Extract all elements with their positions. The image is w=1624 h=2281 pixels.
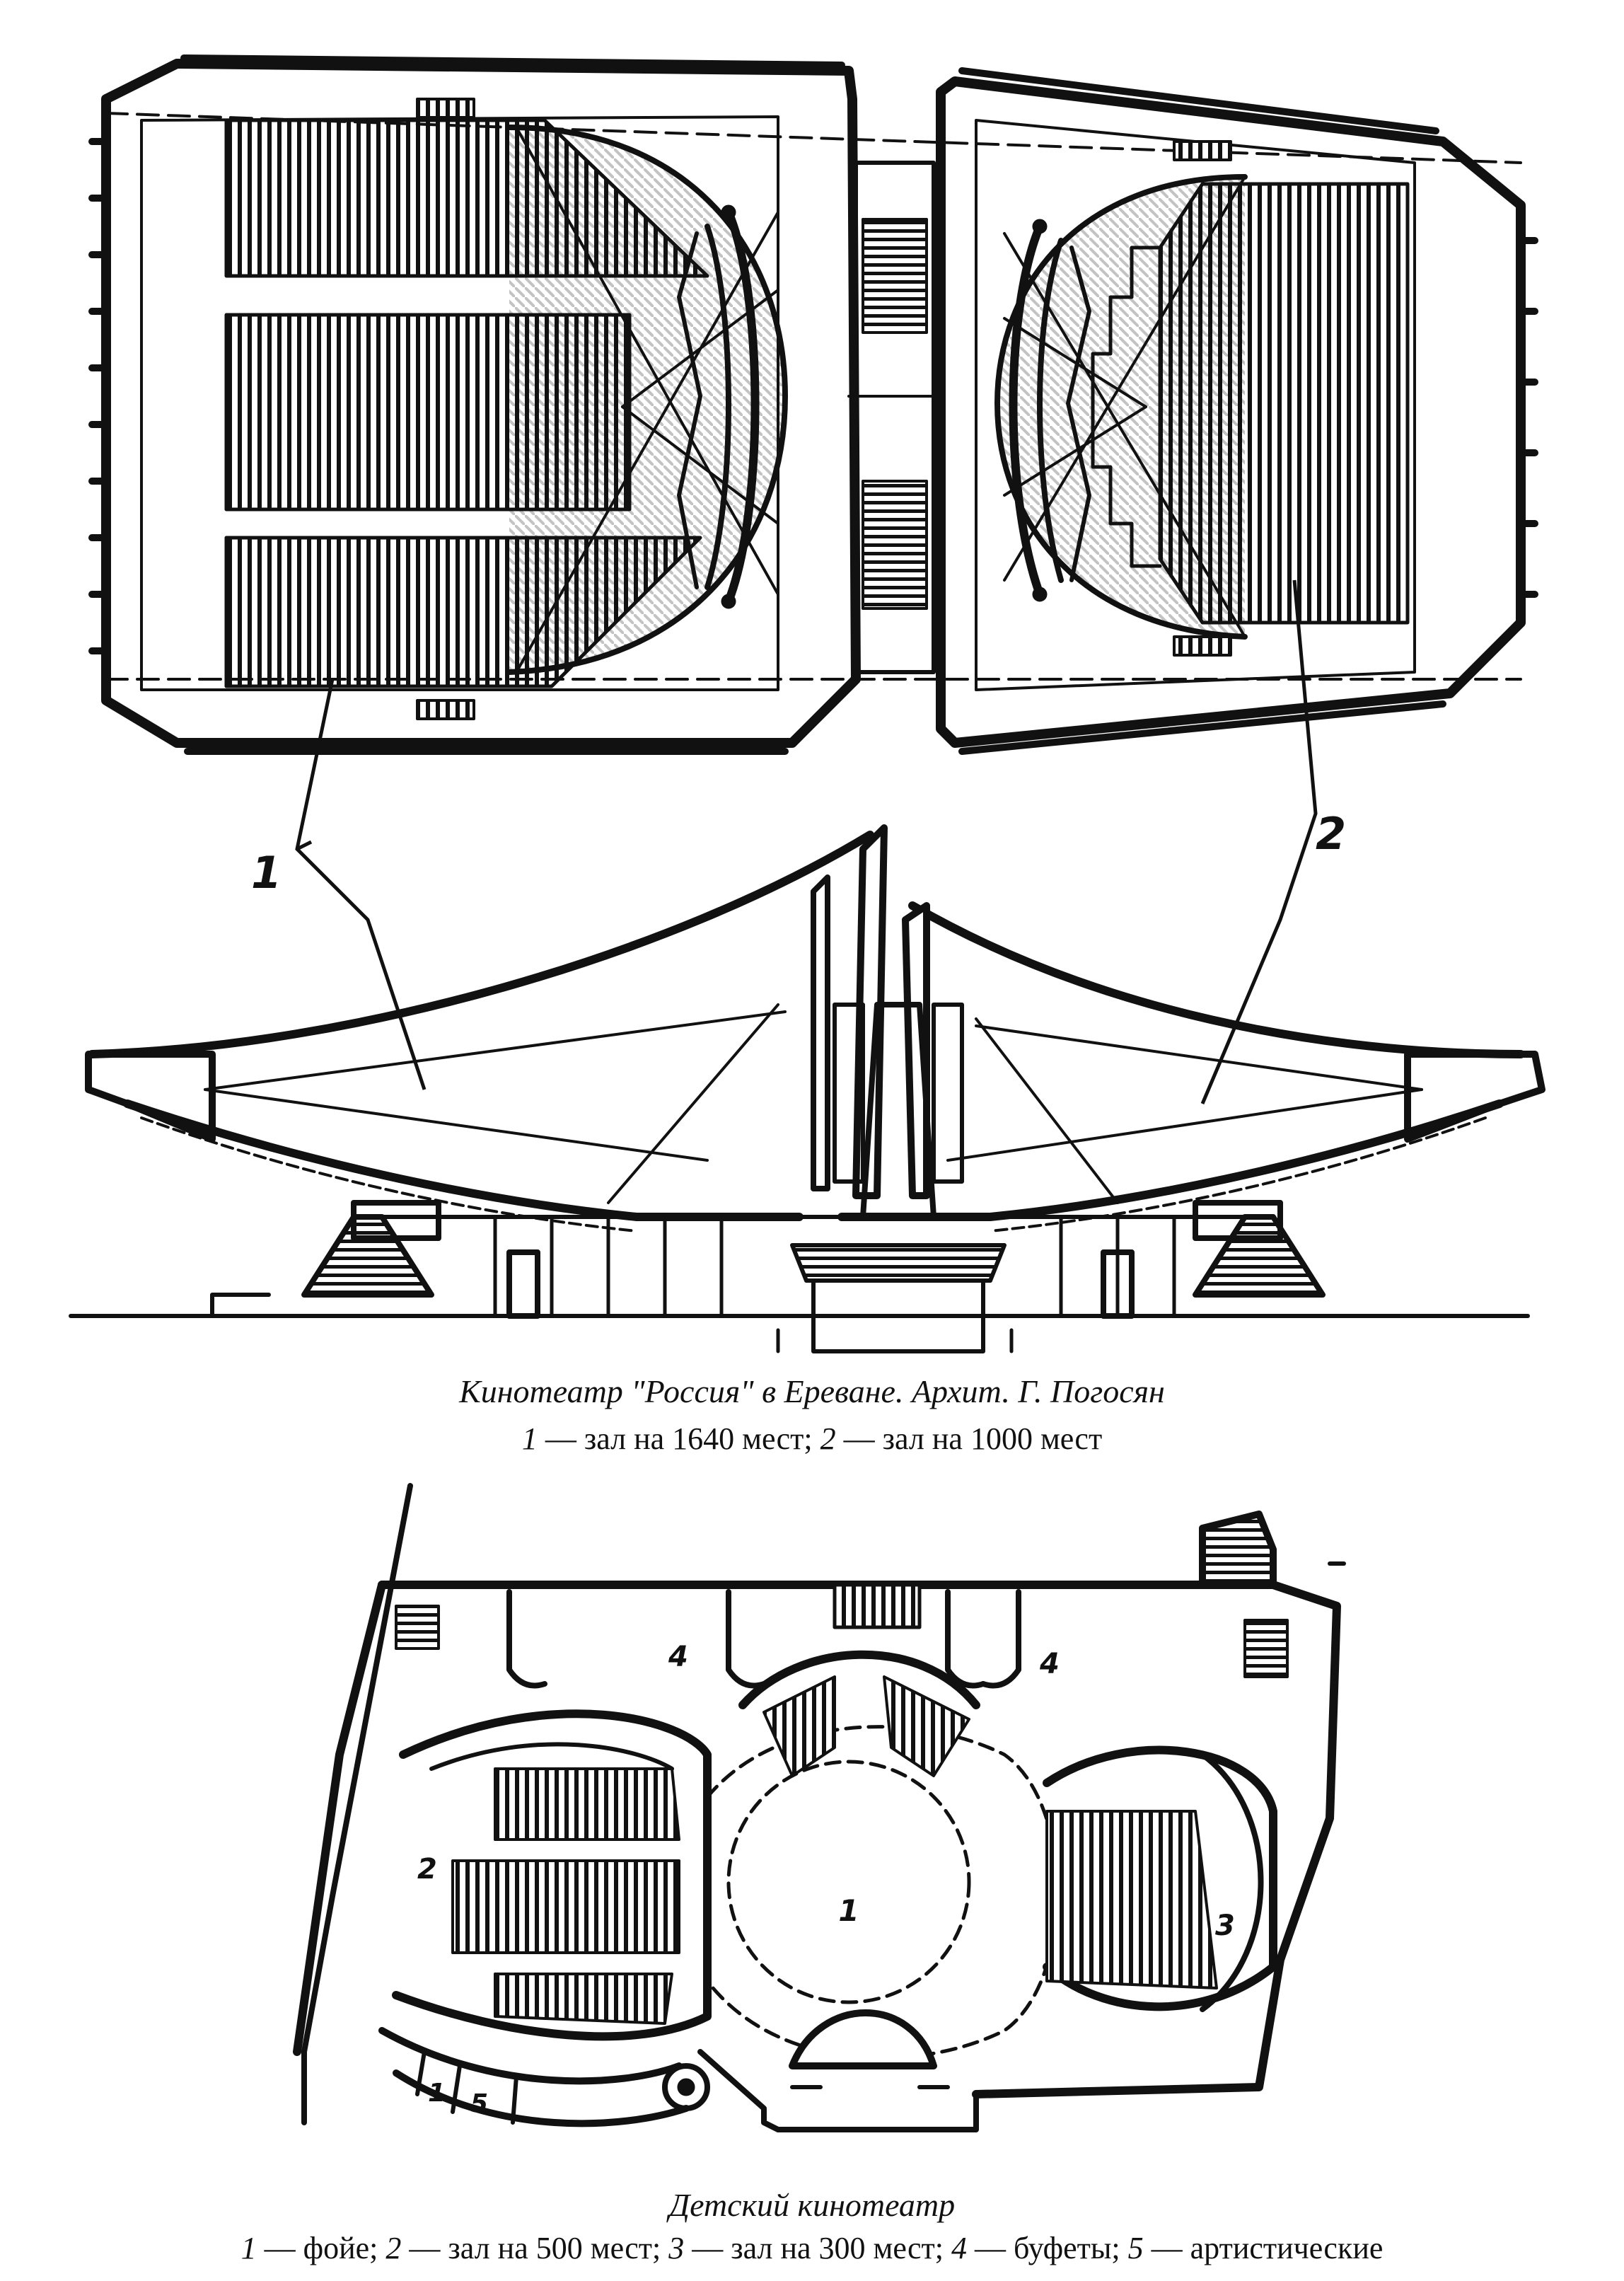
label-buffet-right: 4: [1039, 1648, 1060, 1680]
figure2-caption-title: Детский кинотеатр: [668, 2187, 956, 2223]
foyer-dashed-boundary: [705, 1725, 1060, 2060]
cinema-russia-section: [69, 824, 1545, 1353]
legend-text: — фойе;: [256, 2231, 386, 2265]
legend-text: — зал на 1000 мест: [835, 1421, 1103, 1456]
legend-num: 4: [951, 2231, 967, 2265]
legend-num: 2: [385, 2231, 402, 2265]
callout-label-1: 1: [251, 847, 282, 899]
label-artist-1: 1: [428, 2079, 446, 2108]
leader-line-1: [295, 678, 427, 1090]
legend-num: 5: [1127, 2231, 1144, 2265]
figure1-legend: 1 — зал на 1640 мест; 2 — зал на 1000 ме…: [0, 1421, 1624, 1457]
label-buffet-left: 4: [668, 1641, 688, 1673]
legend-text: — буфеты;: [966, 2231, 1128, 2265]
callout-label-2: 2: [1316, 808, 1346, 860]
legend-text: — зал на 300 мест;: [684, 2231, 951, 2265]
children-cinema-plan: [293, 1483, 1346, 2132]
leader-line-2: [1200, 579, 1318, 1104]
legend-text: — зал на 1640 мест;: [537, 1421, 820, 1456]
label-hall-300: 3: [1215, 1910, 1235, 1942]
legend-num: 1: [240, 2231, 257, 2265]
figure1-caption-title: Кинотеатр "Россия" в Ереване. Архит. Г. …: [459, 1373, 1165, 1409]
callouts: [295, 579, 1318, 1104]
left-hall-plan: [88, 54, 1522, 755]
label-foyer: 1: [838, 1893, 859, 1928]
legend-num: 3: [668, 2231, 685, 2265]
label-artist-5: 5: [470, 2089, 488, 2118]
roof-cable-right: [908, 901, 1525, 1058]
label-hall-500: 2: [417, 1853, 437, 1886]
legend-text: — артистические: [1143, 2231, 1384, 2265]
figure2-legend: 1 — фойе; 2 — зал на 500 мест; 3 — зал н…: [0, 2230, 1624, 2266]
roof-cable-left: [88, 831, 874, 1058]
cinema-russia-plan: [88, 54, 1538, 755]
central-passage: [847, 161, 942, 674]
legend-text: — зал на 500 мест;: [401, 2231, 669, 2265]
legend-num: 1: [521, 1421, 538, 1456]
legend-num: 2: [820, 1421, 836, 1456]
right-hall-plan: [936, 67, 1538, 755]
